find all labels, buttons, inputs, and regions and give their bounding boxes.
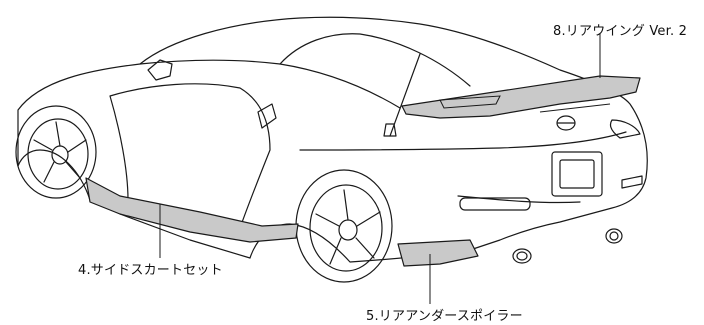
exhaust-tip-right: [605, 228, 623, 244]
license-plate-recess: [551, 151, 603, 197]
front-wheel: [15, 105, 97, 199]
side-skirt-part: [85, 177, 299, 243]
tail-light-right: [609, 119, 641, 139]
rear-wheel: [295, 169, 393, 283]
callout-side-skirt: 4.サイドスカートセット: [78, 263, 223, 278]
callout-rear-under-spoiler: 5.リアアンダースポイラー: [366, 309, 523, 324]
car-body-outline: [17, 16, 648, 263]
callout-rear-wing: 8.リアウイング Ver. 2: [553, 24, 688, 39]
antenna: [389, 53, 421, 137]
rear-under-spoiler-part: [397, 239, 479, 267]
rear-window: [279, 33, 471, 87]
exhaust-tip-left: [512, 248, 532, 264]
door-outline: [109, 83, 271, 229]
side-mirror: [147, 59, 173, 81]
rear-emblem: [556, 115, 576, 131]
door-handle: [257, 103, 277, 129]
rear-wing-part: [401, 75, 641, 119]
